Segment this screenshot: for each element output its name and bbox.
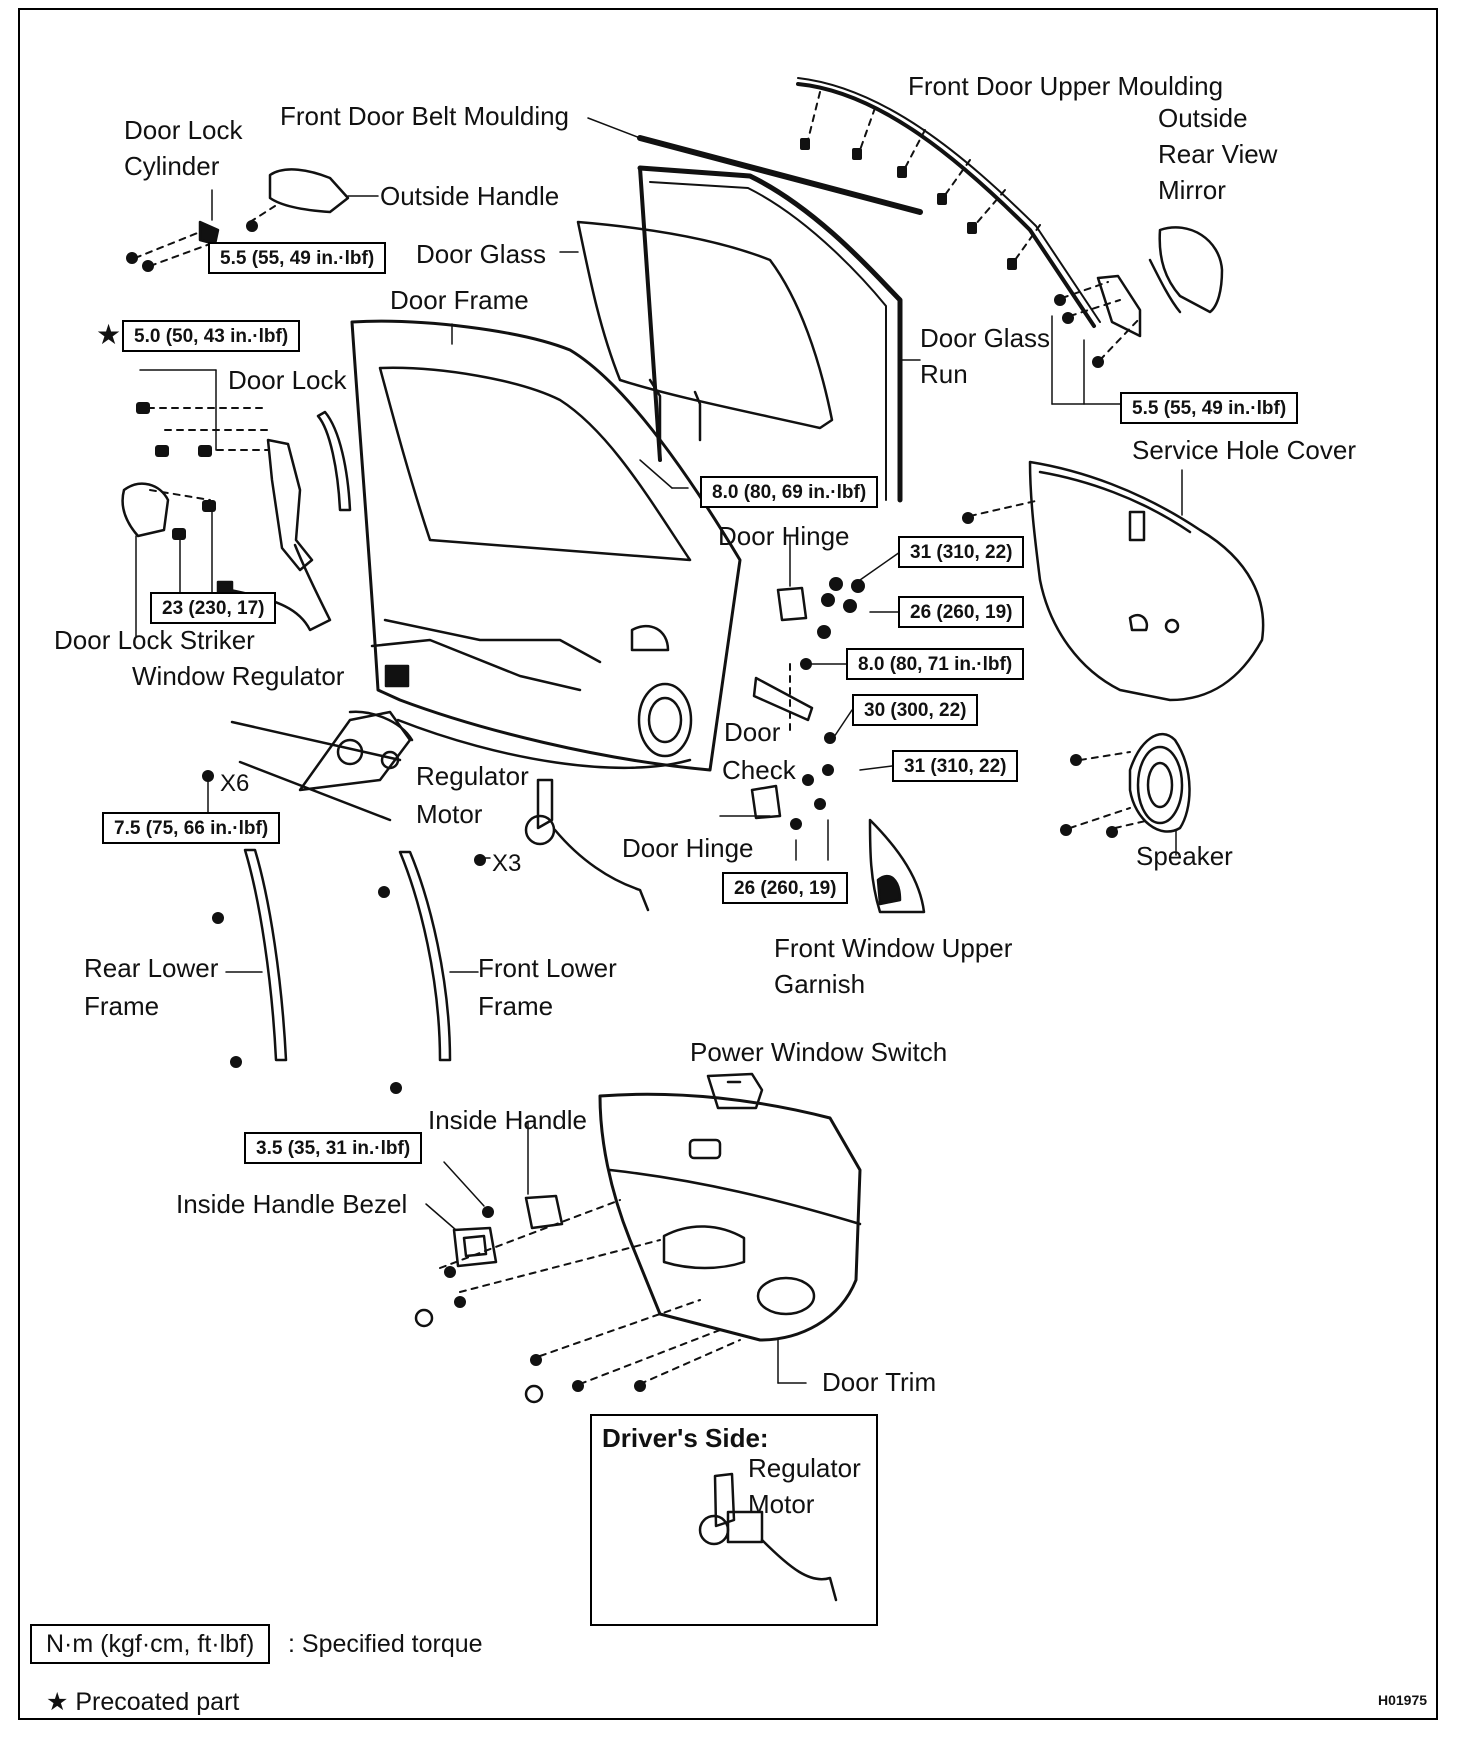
label-door-lock-cyl-2: Cylinder xyxy=(124,151,220,181)
legend-precoated: ★ Precoated part xyxy=(46,1688,240,1716)
label-door-check-2: Check xyxy=(722,755,796,785)
label-regulator-motor-2: Motor xyxy=(416,799,483,829)
door-hinge-lower-shape xyxy=(750,784,782,820)
label-front-window-upper-2: Garnish xyxy=(774,969,866,999)
torque-striker: 23 (230, 17) xyxy=(150,592,277,624)
label-door-lock: Door Lock xyxy=(228,365,347,395)
label-door-glass-run-2: Run xyxy=(920,359,968,389)
torque-hinge-upper-a: 31 (310, 22) xyxy=(898,536,1025,568)
figure-id: H01975 xyxy=(1378,1692,1428,1708)
driver-side-inset: Driver's Side: Regulator Motor xyxy=(590,1414,878,1626)
glass-run-shape xyxy=(637,165,903,503)
diagram-frame xyxy=(18,8,1438,1720)
label-speaker: Speaker xyxy=(1136,841,1233,871)
legend-torque-unit: N·m (kgf·cm, ft·lbf) xyxy=(30,1624,271,1664)
label-service-hole-cover: Service Hole Cover xyxy=(1132,435,1356,465)
belt-moulding-shape xyxy=(637,135,923,215)
door-check-shape xyxy=(752,676,814,722)
label-door-glass-run-1: Door Glass xyxy=(920,323,1051,353)
torque-door-lock: 5.0 (50, 43 in.·lbf) xyxy=(122,320,301,352)
label-inside-handle-bezel: Inside Handle Bezel xyxy=(176,1189,408,1219)
label-regulator-motor-1: Regulator xyxy=(416,761,529,791)
driver-side-motor-shape xyxy=(698,1472,838,1602)
torque-check-b: 30 (300, 22) xyxy=(852,694,979,726)
inset-title: Driver's Side: xyxy=(602,1423,769,1453)
door-lock-striker-shape xyxy=(121,482,170,538)
service-hole-cover-shape xyxy=(1028,460,1265,702)
door-lock-shape xyxy=(266,438,314,572)
precoated-star-icon: ★ xyxy=(96,318,122,351)
label-window-regulator: Window Regulator xyxy=(132,661,345,691)
outside-handle-shape xyxy=(268,168,350,214)
legend-torque-desc: : Specified torque xyxy=(288,1630,483,1658)
label-front-door-belt-moulding: Front Door Belt Moulding xyxy=(280,101,570,131)
label-door-lock-striker: Door Lock Striker xyxy=(54,625,255,655)
label-rear-view: Rear View xyxy=(1158,139,1278,169)
power-window-switch-shape xyxy=(706,1072,764,1110)
speaker-shape xyxy=(1128,733,1191,833)
label-rear-lower-2: Frame xyxy=(84,991,160,1021)
torque-hinge-lower-a: 31 (310, 22) xyxy=(892,750,1019,782)
label-rear-lower-1: Rear Lower xyxy=(84,953,219,983)
door-frame-shape xyxy=(350,319,742,772)
inside-handle-shape xyxy=(524,1194,564,1230)
moulding-clips xyxy=(807,91,1041,261)
label-power-window-switch: Power Window Switch xyxy=(690,1037,948,1067)
label-door-check-1: Door xyxy=(724,717,781,747)
label-door-frame: Door Frame xyxy=(390,285,529,315)
label-outside-handle: Outside Handle xyxy=(380,181,560,211)
label-outside: Outside xyxy=(1158,103,1248,133)
label-door-trim: Door Trim xyxy=(822,1367,937,1397)
inside-handle-bezel-shape xyxy=(452,1226,498,1268)
upper-moulding-shape xyxy=(796,82,1096,328)
label-door-hinge-upper: Door Hinge xyxy=(718,521,850,551)
label-inside-handle: Inside Handle xyxy=(428,1105,587,1135)
door-hinge-upper-shape xyxy=(776,586,808,622)
torque-regulator: 7.5 (75, 66 in.·lbf) xyxy=(102,812,281,844)
garnish-shape xyxy=(868,818,926,914)
regulator-motor-shape xyxy=(536,778,554,830)
torque-hinge-lower-b: 26 (260, 19) xyxy=(722,872,849,904)
label-door-lock-cyl-1: Door Lock xyxy=(124,115,243,145)
rear-lower-frame-shape xyxy=(243,848,288,1062)
torque-hinge-upper-b: 26 (260, 19) xyxy=(898,596,1025,628)
outside-mirror-shape xyxy=(1158,226,1224,314)
door-glass-shape xyxy=(576,220,834,430)
torque-cylinder: 5.5 (55, 49 in.·lbf) xyxy=(208,242,387,274)
torque-inside-handle: 3.5 (35, 31 in.·lbf) xyxy=(244,1132,423,1164)
label-front-lower-1: Front Lower xyxy=(478,953,617,983)
label-mirror: Mirror xyxy=(1158,175,1226,205)
multiplier-x3: X3 xyxy=(492,850,522,877)
label-front-door-upper-moulding: Front Door Upper Moulding xyxy=(908,71,1224,101)
front-lower-frame-shape xyxy=(398,850,452,1062)
moulding-clip-heads xyxy=(800,138,1017,270)
label-door-glass: Door Glass xyxy=(416,239,547,269)
multiplier-x6: X6 xyxy=(220,770,250,797)
label-door-hinge-lower: Door Hinge xyxy=(622,833,754,863)
label-front-window-upper-1: Front Window Upper xyxy=(774,933,1013,963)
label-front-lower-2: Frame xyxy=(478,991,554,1021)
torque-mirror: 5.5 (55, 49 in.·lbf) xyxy=(1120,392,1299,424)
torque-glass: 8.0 (80, 69 in.·lbf) xyxy=(700,476,879,508)
torque-check: 8.0 (80, 71 in.·lbf) xyxy=(846,648,1025,680)
inset-label-2: Motor xyxy=(748,1489,815,1519)
inset-label-1: Regulator xyxy=(748,1453,861,1483)
door-trim-shape xyxy=(598,1092,862,1342)
